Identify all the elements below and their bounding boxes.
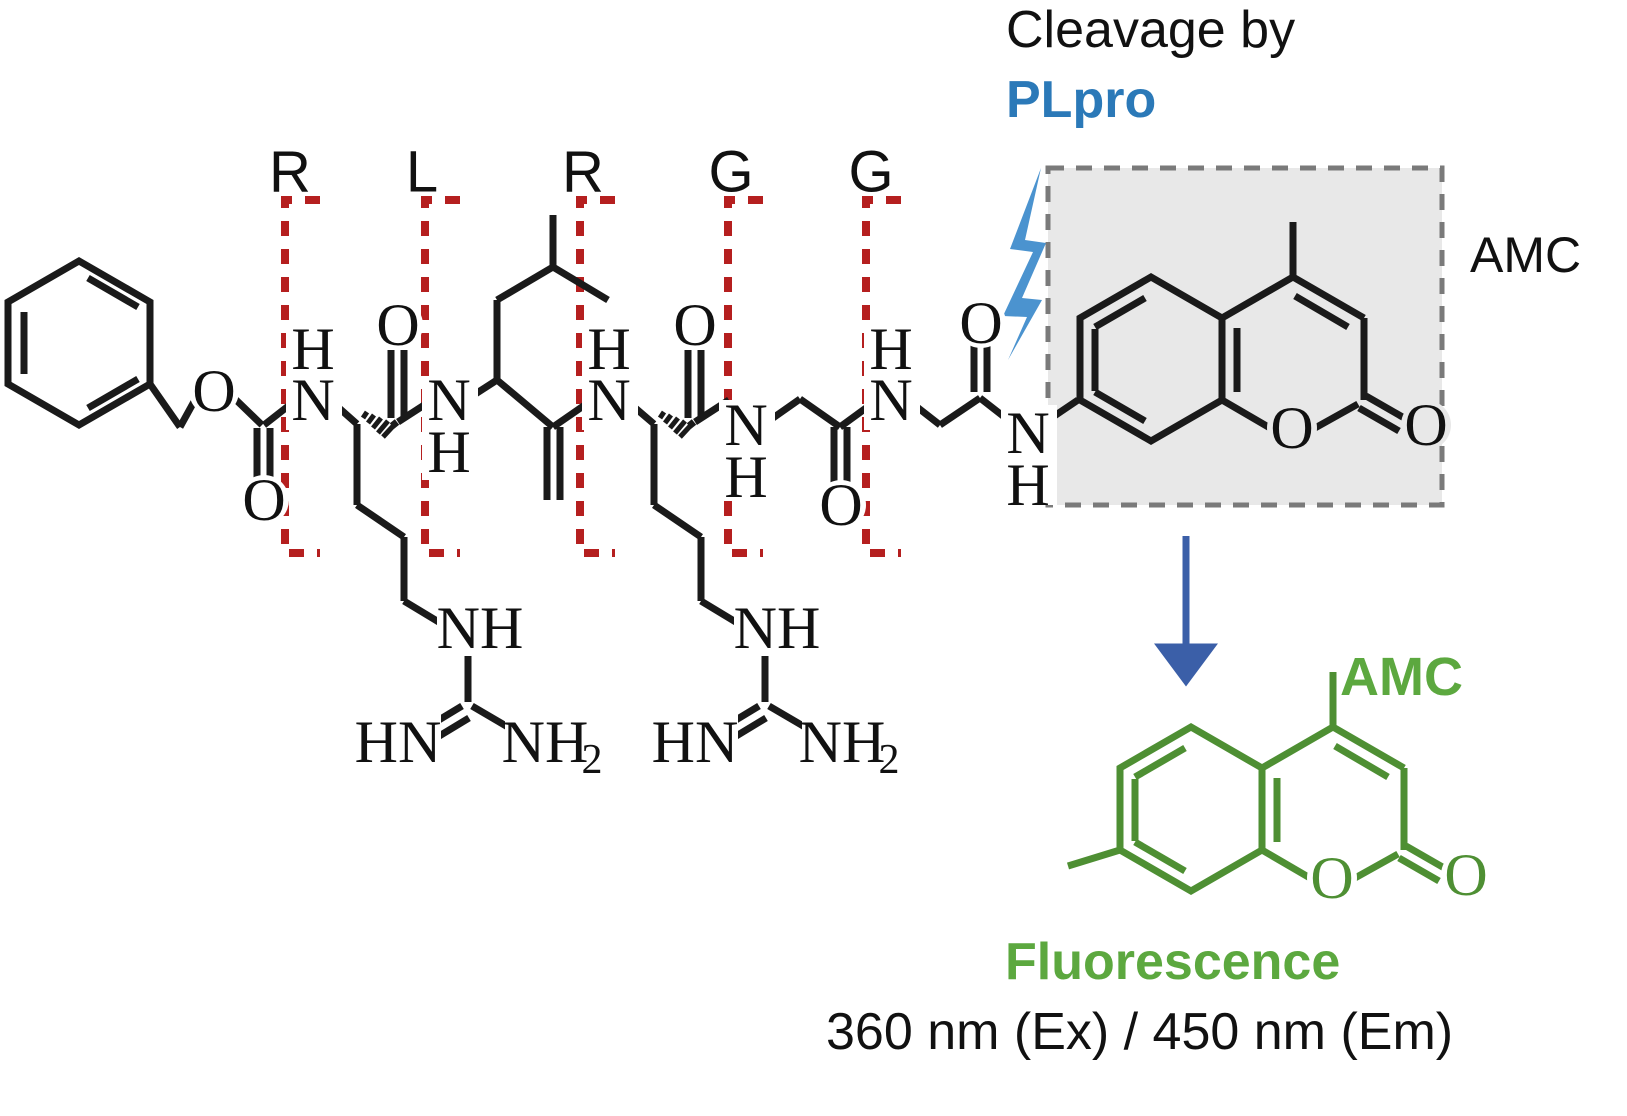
- atom-carbamate-o: O: [242, 467, 285, 533]
- atom-ester-o: O: [192, 358, 235, 424]
- phenyl-inner-bond-2: [86, 274, 140, 311]
- phenyl-inner-bond-3: [86, 375, 140, 412]
- residue-label-5: G: [848, 140, 893, 205]
- coumarin-lactone-co-a: [1364, 392, 1408, 423]
- atom-backbone-n-4: N: [724, 392, 767, 458]
- leu-ca-to-carbonyl-bond: [494, 377, 556, 430]
- peptide-backbone-bonds: [4, 215, 1080, 744]
- residue-brackets: [281, 196, 901, 557]
- atom-backbone-n-1: N: [291, 367, 334, 433]
- green-o1-to-c2: [1353, 850, 1400, 882]
- gly2-ca-to-c-bond: [938, 395, 982, 428]
- atom-backbone-h-1: H: [291, 316, 334, 382]
- gly1-ca-to-c-bond: [797, 396, 843, 430]
- residue-label-3: R: [562, 140, 604, 205]
- ester-o-to-carbonyl-bond: [229, 393, 265, 428]
- plpro-enzyme-label: PLpro: [1006, 71, 1157, 129]
- arrow-head: [1154, 643, 1218, 687]
- residue-label-2: L: [406, 140, 438, 205]
- leu-methyl-2-bond: [551, 263, 610, 304]
- arg2-carbonyl-c-bond: [686, 419, 697, 429]
- green-benzo-inner-1: [1133, 744, 1187, 781]
- amc-coumarin-black: [1076, 222, 1408, 446]
- benzyl-ch2-bond: [147, 381, 183, 430]
- amc-coumarin-green: [1066, 672, 1448, 896]
- green-lactone-co-a: [1404, 842, 1448, 873]
- reaction-arrow: [1154, 536, 1218, 687]
- atom-arg1-guanidine-nh2-sub: 2: [582, 737, 603, 783]
- coumarin-c4-c3-inner: [1293, 292, 1350, 331]
- arg1-cg-bond: [355, 502, 406, 540]
- atom-arg2-guanidine-nh: NH: [734, 595, 821, 661]
- atom-arg1-guanidine-hn: HN: [355, 709, 442, 775]
- phenyl-ring: [4, 256, 154, 430]
- green-coumarin-7-methyl-bond: [1066, 846, 1122, 870]
- atom-amc-n: N: [1006, 400, 1049, 466]
- green-lactone-co-b: [1397, 854, 1441, 885]
- atom-backbone-h-4: H: [724, 444, 767, 510]
- atom-arg2-guanidine-nh2-sub: 2: [879, 737, 900, 783]
- leu-cg-bond: [495, 263, 555, 304]
- residue-label-1: R: [269, 140, 311, 205]
- amc-highlight-box: [1045, 165, 1445, 508]
- atom-arg1-carbonyl-o: O: [376, 292, 419, 358]
- atom-arg2-guanidine-nh2: NH: [799, 709, 886, 775]
- green-coumarin-benzo-ring: [1116, 722, 1266, 896]
- arg2-cg-bond: [652, 502, 703, 540]
- coumarin-o1-to-c2: [1313, 400, 1360, 432]
- residue-bracket-1: [281, 196, 320, 557]
- amc-product-label: AMC: [1340, 647, 1463, 707]
- atom-backbone-h-5: H: [869, 316, 912, 382]
- atom-arg2-carbonyl-o: O: [673, 292, 716, 358]
- green-pyranone-c4a-c4: [1260, 723, 1335, 772]
- atom-backbone-h-3: H: [587, 316, 630, 382]
- atom-gly2-carbonyl-o: O: [959, 290, 1002, 356]
- atom-backbone-n-5: N: [869, 367, 912, 433]
- green-atom-labels: O O: [1307, 842, 1491, 911]
- atom-labels: O O H N O N H H N O N H: [189, 290, 1451, 783]
- excitation-emission-label: 360 nm (Ex) / 450 nm (Em): [826, 1003, 1454, 1061]
- residue-bracket-5: [862, 196, 901, 557]
- atom-amc-h: H: [1006, 452, 1049, 518]
- coumarin-lactone-co-b: [1357, 404, 1401, 435]
- fluorescence-label: Fluorescence: [1005, 933, 1341, 991]
- atom-backbone-h-2: H: [427, 419, 470, 485]
- green-c4-c3-inner: [1333, 742, 1390, 781]
- coumarin-pyranone-c4-c3: [1291, 273, 1366, 322]
- cleavage-by-label: Cleavage by: [1006, 1, 1296, 59]
- green-pyranone-c4-c3: [1331, 723, 1406, 772]
- coumarin-pyranone-o1-c8a: [1220, 396, 1272, 432]
- atom-gly1-carbonyl-o: O: [819, 472, 862, 538]
- atom-coumarin-ring-o: O: [1270, 395, 1313, 461]
- coumarin-benzo-inner-3: [1093, 388, 1147, 425]
- atom-arg1-guanidine-nh2: NH: [502, 709, 589, 775]
- residue-bracket-4: [724, 196, 763, 557]
- atom-green-coumarin-lactone-o: O: [1444, 842, 1487, 908]
- atom-green-coumarin-ring-o: O: [1310, 845, 1353, 911]
- residue-bracket-2: [421, 196, 460, 557]
- residue-bracket-3: [576, 196, 615, 557]
- coumarin-benzo-inner-1: [1093, 294, 1147, 331]
- coumarin-pyranone-c4a-c4: [1220, 273, 1295, 322]
- atom-backbone-n-3: N: [587, 367, 630, 433]
- atom-backbone-n-2: N: [427, 367, 470, 433]
- atom-coumarin-lactone-o: O: [1404, 392, 1447, 458]
- amc-substrate-label: AMC: [1470, 227, 1582, 283]
- arg1-carbonyl-c-bond: [389, 419, 400, 429]
- residue-code-labels: R L R G G: [269, 140, 894, 205]
- atom-arg1-guanidine-nh: NH: [437, 595, 524, 661]
- green-benzo-inner-3: [1133, 838, 1187, 875]
- atom-arg2-guanidine-hn: HN: [652, 709, 739, 775]
- cleavage-bolt-icon: [1003, 168, 1046, 360]
- residue-label-4: G: [708, 140, 753, 205]
- green-pyranone-o1-c8a: [1260, 846, 1312, 882]
